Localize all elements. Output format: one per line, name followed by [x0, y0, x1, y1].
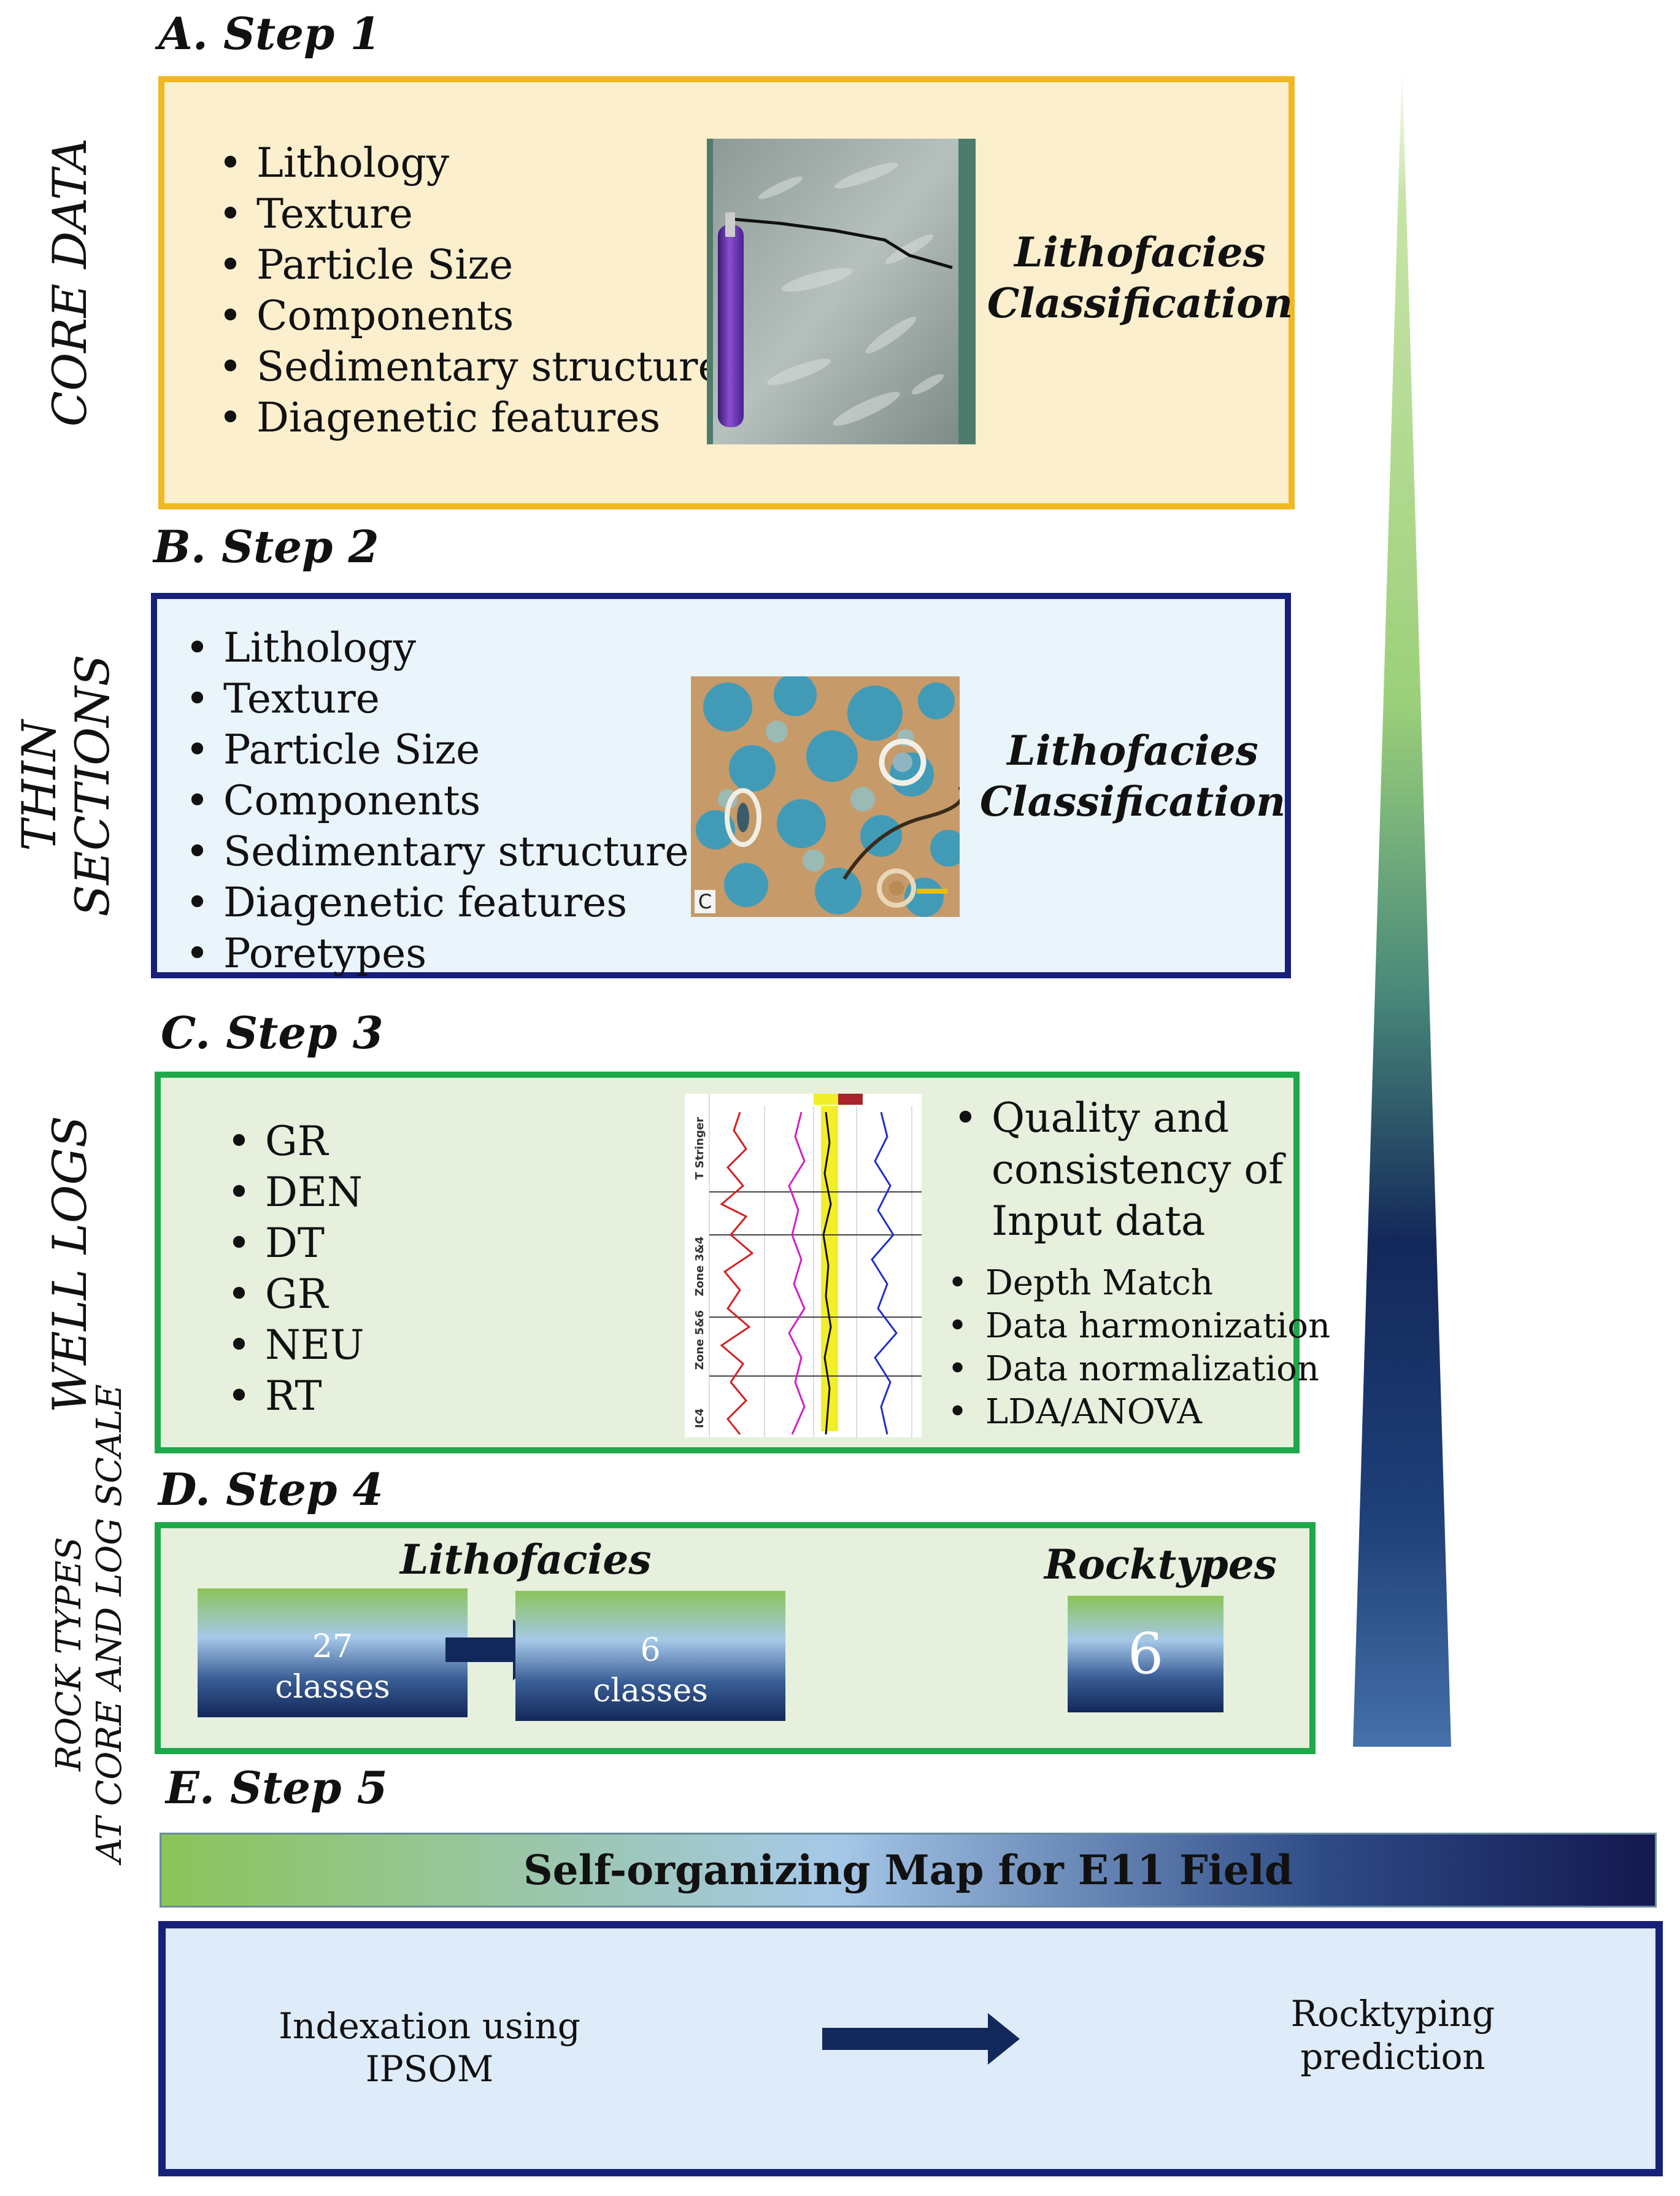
list-item: Sedimentary structures [185, 826, 709, 877]
log-zone-5-6: Zone 5&6 [693, 1310, 706, 1370]
lithofacies-block-27: 27 classes [198, 1588, 468, 1717]
arrow-right-icon [822, 2013, 1020, 2065]
step-a-title: A. Step 1 [158, 7, 381, 60]
rocktyping-prediction-text: Rocktyping prediction [1290, 1993, 1495, 2078]
step-e-box: Indexation using IPSOM Rocktyping predic… [158, 1921, 1663, 2176]
step-b-side-label: THIN SECTIONS [12, 654, 120, 917]
list-item: DT [227, 1218, 364, 1269]
som-banner-title: Self-organizing Map for E11 Field [523, 1846, 1293, 1894]
som-banner: Self-organizing Map for E11 Field [160, 1833, 1657, 1908]
well-log-plot: T Stringer Zone 3&4 Zone 5&6 IC4 [685, 1094, 922, 1437]
list-item: Diagenetic features [218, 392, 742, 443]
list-item: Depth Match [947, 1262, 1330, 1305]
step-a-box: Lithology Texture Particle Size Componen… [158, 76, 1295, 509]
step-b-classification: Lithofacies Classification [979, 727, 1286, 825]
lithofacies-label: Lithofacies [400, 1536, 652, 1583]
list-item: DEN [227, 1167, 364, 1218]
list-item: Lithology [185, 622, 709, 673]
list-item: GR [227, 1116, 364, 1167]
step-c-box: GR DEN DT GR NEU RT T Stringer Zone 3&4 … [155, 1072, 1330, 1453]
list-item: GR [227, 1269, 364, 1320]
list-item: Poretypes [185, 928, 709, 979]
step-d-title: D. Step 4 [158, 1463, 383, 1515]
thin-section-photo: C [691, 676, 960, 917]
step-e-title: E. Step 5 [166, 1761, 388, 1814]
indexation-text: Indexation using IPSOM [279, 2005, 580, 2090]
step-b-list: Lithology Texture Particle Size Componen… [185, 622, 709, 979]
step-a-list: Lithology Texture Particle Size Componen… [218, 137, 742, 443]
lithofacies-block-6: 6 classes [515, 1591, 785, 1721]
list-item: Particle Size [185, 724, 709, 775]
step-b-box: Lithology Texture Particle Size Componen… [151, 593, 1291, 979]
core-photo [707, 139, 976, 444]
list-item: Components [218, 290, 742, 341]
log-zone-3-4: Zone 3&4 [693, 1237, 706, 1296]
step-b-title: B. Step 2 [153, 520, 379, 573]
quality-heading: Quality and consistency of Input data [954, 1092, 1284, 1247]
quality-list: Depth Match Data harmonization Data norm… [947, 1262, 1330, 1434]
step-a-side-label: CORE DATA [42, 137, 97, 427]
log-zone-ic4: IC4 [693, 1409, 706, 1428]
list-item: Lithology [218, 137, 742, 188]
step-c-title: C. Step 3 [161, 1007, 383, 1059]
list-item: Particle Size [218, 239, 742, 290]
step-a-classification: Lithofacies Classification [987, 228, 1293, 327]
thin-section-letter: C [698, 890, 712, 913]
rocktypes-label: Rocktypes [1044, 1541, 1277, 1588]
list-item: LDA/ANOVA [947, 1391, 1330, 1434]
list-item: RT [227, 1371, 364, 1421]
list-item: Components [185, 775, 709, 826]
integration-scale-triangle [1353, 61, 1451, 1747]
list-item: Data normalization [947, 1348, 1330, 1391]
list-item: Diagenetic features [185, 877, 709, 928]
step-c-list: GR DEN DT GR NEU RT [227, 1116, 364, 1421]
list-item: NEU [227, 1320, 364, 1371]
step-d-box: Lithofacies 27 classes 6 classes Rocktyp… [155, 1522, 1316, 1754]
rocktypes-block: 6 [1068, 1596, 1223, 1712]
list-item: Texture [185, 673, 709, 724]
list-item: Texture [218, 188, 742, 239]
list-item: Data harmonization [947, 1305, 1330, 1348]
step-d-side-label: ROCK TYPES AT CORE AND LOG SCALE [49, 1384, 129, 1863]
list-item: Sedimentary structures [218, 341, 742, 392]
log-zone-t-stringer: T Stringer [693, 1117, 706, 1180]
